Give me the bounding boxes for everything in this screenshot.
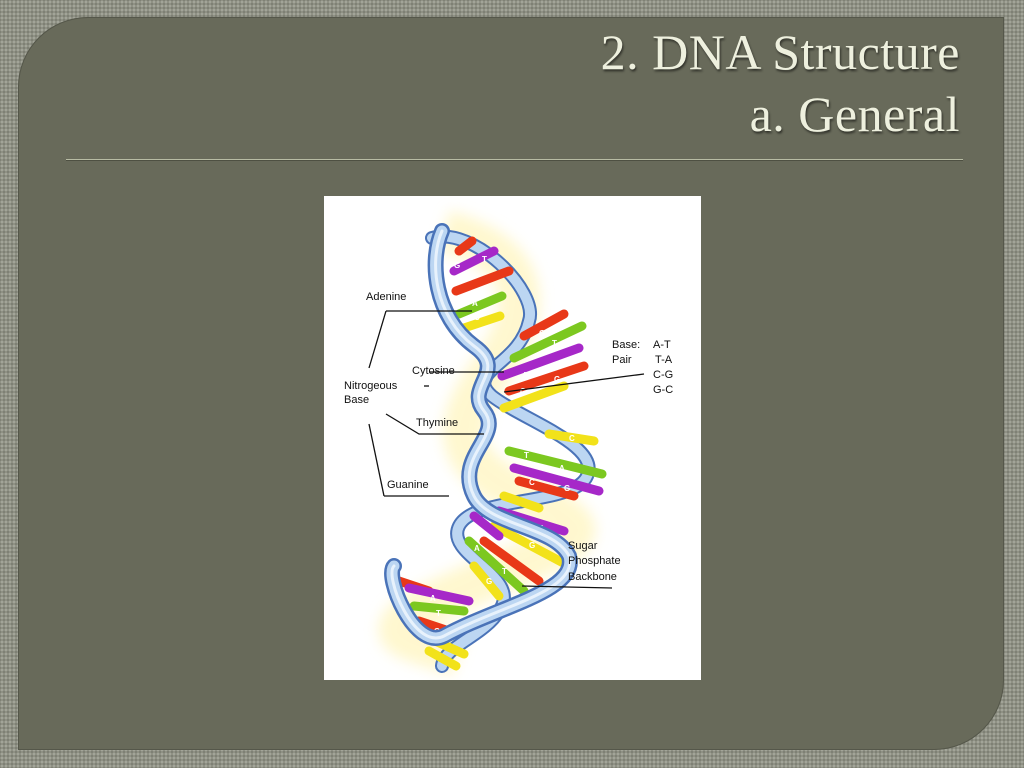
svg-text:T: T — [502, 567, 507, 576]
label-sugar: Sugar — [568, 540, 598, 552]
title-divider — [66, 159, 963, 161]
label-adenine: Adenine — [366, 291, 406, 303]
label-leader-lines — [368, 310, 645, 589]
slide-panel: 2. DNA Structure a. General — [18, 17, 1004, 750]
svg-text:T: T — [482, 255, 487, 264]
label-nitrogenous-base-line2: Base — [344, 394, 369, 406]
slide-subtitle: a. General — [749, 86, 960, 142]
svg-text:A: A — [430, 594, 436, 603]
svg-text:A: A — [522, 371, 528, 380]
svg-text:G: G — [486, 577, 492, 586]
svg-text:G: G — [564, 484, 570, 493]
base-letters: G T A C G T A G C C T A C G A G A T G A — [430, 255, 575, 636]
label-nitrogenous-base-line1: Nitrogeous — [344, 380, 398, 392]
label-thymine: Thymine — [416, 417, 458, 429]
svg-text:G: G — [454, 261, 460, 270]
pair-c-g: C-G — [653, 369, 673, 381]
label-cytosine: Cytosine — [412, 365, 455, 377]
svg-text:G: G — [554, 375, 560, 384]
svg-text:T: T — [436, 609, 441, 618]
svg-text:A: A — [559, 464, 565, 473]
label-base-pair-line1: Base: — [612, 339, 640, 351]
svg-text:A: A — [472, 299, 478, 308]
pair-a-t: A-T — [653, 339, 671, 351]
dna-helix-illustration: G T A C G T A G C C T A C G A G A T G A — [344, 210, 673, 676]
label-backbone: Backbone — [568, 571, 617, 583]
svg-text:G: G — [539, 329, 545, 338]
label-base-pair-line2: Pair — [612, 354, 632, 366]
pair-t-a: T-A — [655, 354, 673, 366]
svg-text:C: C — [569, 434, 575, 443]
dna-diagram: G T A C G T A G C C T A C G A G A T G A — [324, 196, 701, 680]
slide-title: 2. DNA Structure — [600, 24, 960, 80]
label-phosphate: Phosphate — [568, 555, 621, 567]
svg-text:C: C — [529, 478, 535, 487]
svg-text:G: G — [529, 541, 535, 550]
svg-text:T: T — [524, 451, 529, 460]
svg-text:T: T — [552, 339, 557, 348]
label-guanine: Guanine — [387, 479, 429, 491]
svg-text:C: C — [520, 387, 526, 396]
svg-text:C: C — [474, 313, 480, 322]
pair-g-c: G-C — [653, 384, 673, 396]
svg-text:A: A — [474, 544, 480, 553]
